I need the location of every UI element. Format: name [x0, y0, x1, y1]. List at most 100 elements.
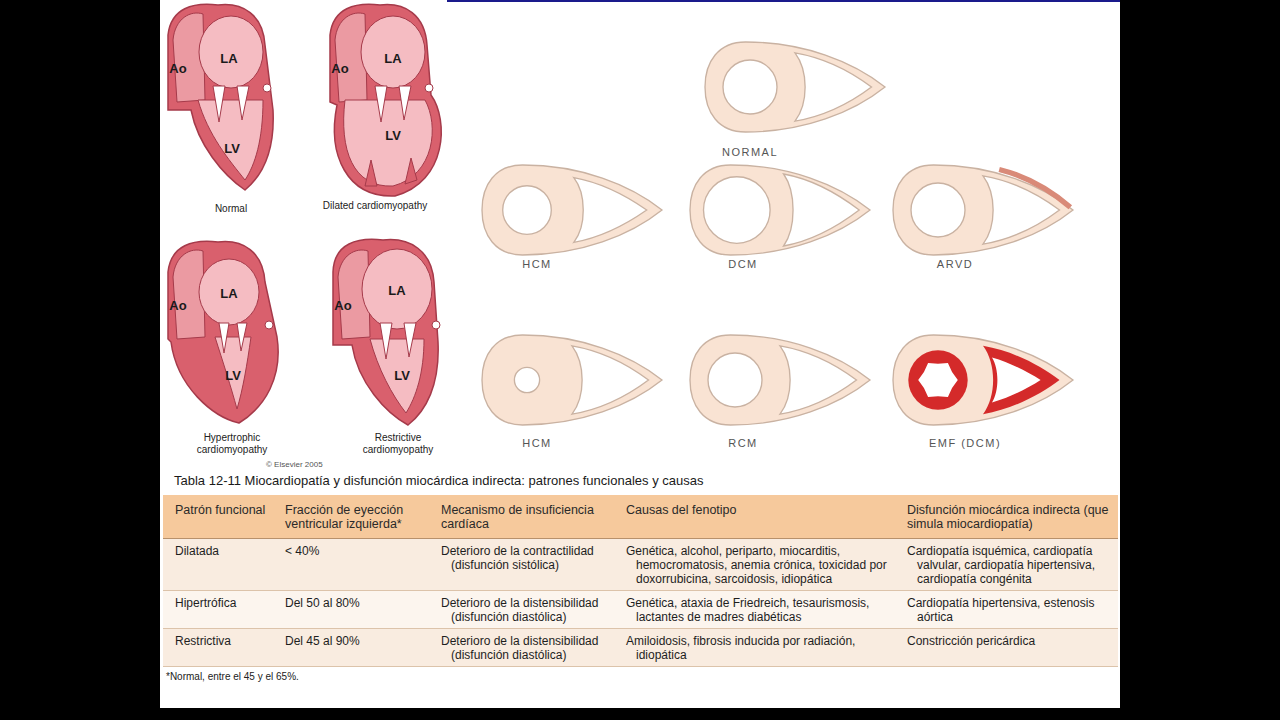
figure-caption: Dilated cardiomyopathy	[319, 200, 431, 212]
figure-caption: Restrictive cardiomyopathy	[342, 432, 454, 456]
table-cell: Deterioro de la distensibilidad (disfunc…	[441, 596, 621, 624]
table-cell: Constricción pericárdica	[907, 634, 1113, 648]
chamber-label: Ao	[169, 61, 186, 76]
table-footnote: *Normal, entre el 45 y el 65%.	[166, 671, 299, 682]
section-hcm-part	[574, 178, 647, 243]
chamber-label: Ao	[334, 298, 351, 313]
table-cell: Del 45 al 90%	[285, 634, 435, 648]
table-cell: Amiloidosis, fibrosis inducida por radia…	[626, 634, 901, 662]
section-arvd-part	[893, 165, 1073, 255]
heart-hypertrophic	[168, 241, 278, 423]
chamber-label: LV	[224, 141, 240, 156]
chamber-label: Ao	[169, 298, 186, 313]
table-cell: Del 50 al 80%	[285, 596, 435, 610]
table-cell: Genética, ataxia de Friedreich, tesauris…	[626, 596, 901, 624]
heart-restrictive-part	[333, 239, 438, 425]
table-cell: Restrictiva	[175, 634, 279, 648]
heart-restrictive	[333, 239, 440, 425]
table-header-cell: Disfunción miocárdica indirecta (que sim…	[907, 503, 1113, 531]
section-hcm-obliterated-part	[572, 346, 649, 414]
section-arvd-part	[999, 170, 1070, 208]
heart-dilated-part	[330, 4, 441, 196]
section-arvd-part	[911, 183, 965, 237]
table-cell: Deterioro de la contractilidad (disfunci…	[441, 544, 621, 572]
heart-normal-part	[263, 84, 271, 92]
table-rule	[163, 666, 1118, 667]
section-emf	[893, 335, 1073, 425]
heart-restrictive-part	[432, 321, 440, 329]
table-cell: < 40%	[285, 544, 435, 558]
section-emf-part	[983, 346, 1060, 414]
section-hcm-obliterated-part	[482, 335, 662, 425]
section-arvd-part	[983, 176, 1060, 244]
section-label: HCM	[522, 258, 552, 270]
table-cell: Cardiopatía isquémica, cardiopatía valvu…	[907, 544, 1113, 586]
heart-hypertrophic-part	[219, 323, 247, 353]
section-normal-part	[723, 60, 777, 114]
section-normal-part	[705, 42, 885, 132]
section-hcm-part	[482, 165, 662, 255]
heart-normal-part	[168, 4, 273, 190]
section-label: DCM	[728, 258, 758, 270]
table-cell: Hipertrófica	[175, 596, 279, 610]
heart-restrictive-part	[370, 339, 424, 413]
section-hcm	[482, 165, 662, 255]
section-rcm-part	[708, 353, 762, 407]
heart-hypertrophic-part	[265, 321, 273, 329]
table-header-cell: Patrón funcional	[175, 503, 279, 517]
heart-dilated-part	[361, 16, 425, 88]
section-normal	[705, 42, 885, 132]
section-normal-part	[795, 53, 872, 121]
figure-caption: Normal	[181, 203, 281, 215]
table-header-cell: Causas del fenotipo	[626, 503, 901, 517]
section-dcm-part	[784, 174, 860, 246]
blue-rule	[447, 0, 1120, 2]
section-rcm-part	[690, 335, 870, 425]
section-hcm-obliterated-part	[514, 367, 539, 392]
chamber-label: LV	[394, 368, 410, 383]
heart-hypertrophic-part	[215, 337, 251, 409]
heart-normal-part	[198, 100, 263, 180]
heart-dilated-part	[344, 100, 433, 186]
section-rcm	[690, 335, 870, 425]
heart-normal-part	[213, 86, 249, 122]
chamber-label: LA	[388, 283, 405, 298]
table-cell: Cardiopatía hipertensiva, estenosis aórt…	[907, 596, 1113, 624]
heart-hypertrophic-part	[168, 241, 278, 423]
heart-restrictive-part	[380, 323, 416, 359]
chamber-label: LV	[225, 368, 241, 383]
section-emf-part	[908, 350, 967, 409]
chamber-label: Ao	[331, 61, 348, 76]
section-label: ARVD	[937, 258, 973, 270]
figure-caption: Hypertrophic cardiomyopathy	[176, 432, 288, 456]
heart-normal	[168, 4, 273, 190]
white-panel	[160, 0, 1120, 708]
chamber-label: LA	[384, 51, 401, 66]
chamber-label: LA	[220, 286, 237, 301]
heart-dilated-part	[425, 84, 433, 92]
section-label: NORMAL	[722, 146, 778, 158]
section-label: RCM	[728, 437, 758, 449]
heart-restrictive-part	[362, 249, 432, 329]
section-hcm-part	[503, 186, 552, 235]
chamber-label: LA	[220, 51, 237, 66]
table-cell: Genética, alcohol, periparto, miocarditi…	[626, 544, 901, 586]
section-rcm-part	[780, 346, 857, 414]
section-emf-part	[918, 363, 958, 397]
section-emf-part	[893, 335, 1073, 425]
section-hcm-obliterated	[482, 335, 662, 425]
chamber-label: LV	[385, 128, 401, 143]
section-label: HCM	[522, 437, 552, 449]
table-header-cell: Fracción de eyección ventricular izquier…	[285, 503, 435, 531]
section-arvd	[893, 165, 1073, 255]
table-cell: Dilatada	[175, 544, 279, 558]
section-dcm-part	[704, 177, 771, 244]
table-cell: Deterioro de la distensibilidad (disfunc…	[441, 634, 621, 662]
heart-dilated	[330, 4, 441, 196]
heart-dilated-part	[375, 86, 411, 122]
table-header-cell: Mecanismo de insuficiencia cardíaca	[441, 503, 621, 531]
section-label: EMF (DCM)	[929, 437, 1001, 449]
heart-normal-part	[199, 16, 263, 88]
